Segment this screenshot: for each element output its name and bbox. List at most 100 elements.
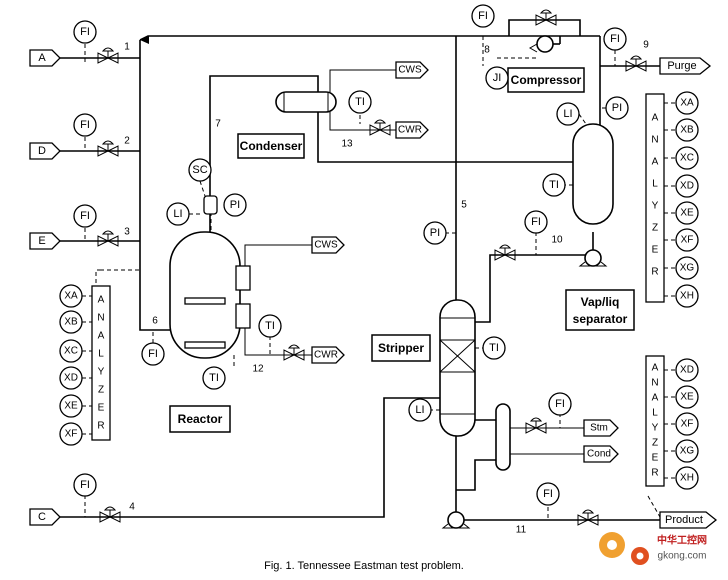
analyzer-left-letters: A N A L Y Z E R (97, 295, 104, 432)
svg-text:PI: PI (430, 227, 440, 239)
ti-reactor-cw: TI (258, 314, 282, 338)
svg-text:PI: PI (230, 199, 240, 211)
svg-text:TI: TI (265, 320, 275, 332)
svg-text:XC: XC (680, 153, 694, 164)
valve-reactor-cw (283, 344, 305, 361)
svg-text:Z: Z (652, 438, 658, 449)
svg-text:N: N (97, 313, 104, 324)
cwr-condenser-tag: CWR (395, 121, 429, 139)
svg-text:XE: XE (680, 392, 694, 403)
steam-tag: Stm (583, 419, 619, 437)
svg-text:R: R (651, 267, 658, 278)
analyzer-top-xh: XH (675, 284, 699, 308)
gear-icon (599, 532, 649, 565)
svg-text:FI: FI (610, 33, 620, 45)
svg-text:PI: PI (612, 102, 622, 114)
stripper-column (439, 299, 476, 437)
svg-text:TI: TI (549, 179, 559, 191)
svg-text:XF: XF (681, 235, 694, 246)
svg-text:TI: TI (489, 342, 499, 354)
stream-3-label: 3 (124, 227, 130, 238)
recycle-line (139, 35, 600, 41)
svg-text:XE: XE (64, 401, 78, 412)
stripper-reboiler (495, 403, 511, 471)
reactor-agitator (203, 195, 218, 232)
svg-text:XD: XD (680, 181, 694, 192)
svg-text:R: R (97, 421, 104, 432)
analyzer-top-xf: XF (675, 228, 699, 252)
valve-feed-a (97, 47, 119, 64)
valve-feed-c (99, 506, 121, 523)
compressor-label: Compressor (507, 67, 585, 93)
svg-text:XE: XE (680, 208, 694, 219)
fi-purge: FI (603, 27, 627, 51)
arrow-head (140, 36, 149, 44)
analyzer-bottom-xe: XE (675, 385, 699, 409)
svg-text:A: A (98, 331, 105, 342)
stream-5-label: 5 (461, 200, 467, 211)
svg-text:LI: LI (415, 404, 424, 416)
ji-compressor: JI (485, 66, 509, 90)
fi-reactor-feed: FI (141, 342, 165, 366)
stripper-label: Stripper (371, 334, 431, 362)
stream-1-label: 1 (124, 42, 130, 53)
valve-condenser-cw (369, 119, 391, 136)
cwr-reactor-tag: CWR (311, 346, 345, 364)
stream-7-label: 7 (215, 119, 221, 130)
fi-recycle: FI (471, 4, 495, 28)
fi-product: FI (536, 482, 560, 506)
pi-stripper: PI (423, 221, 447, 245)
svg-text:XG: XG (680, 446, 695, 457)
svg-text:中华工控网: 中华工控网 (657, 534, 707, 547)
analyzer-left-xd: XD (59, 366, 83, 390)
svg-text:LI: LI (173, 208, 182, 220)
analyzer-top-right-letters: A N A L Y Z E R (651, 113, 658, 278)
valve-feed-d (97, 140, 119, 157)
ti-separator: TI (542, 173, 566, 197)
svg-text:C: C (38, 511, 46, 523)
product-pump (441, 511, 471, 529)
li-reactor: LI (166, 202, 190, 226)
analyzer-bottom-xd: XD (675, 358, 699, 382)
svg-text:N: N (651, 135, 658, 146)
analyzer-left: A N A L Y Z E R XA XB XC XD XE XF (59, 284, 111, 446)
analyzer-bottom-xg: XG (675, 439, 699, 463)
analyzer-left-xc: XC (59, 339, 83, 363)
separator-underflow-line (475, 232, 594, 323)
svg-text:Product: Product (665, 514, 703, 526)
valve-separator-underflow (494, 244, 516, 261)
svg-text:separator: separator (573, 312, 628, 326)
svg-text:SC: SC (192, 164, 207, 176)
svg-text:D: D (38, 145, 46, 157)
reactor-feed-line (139, 40, 170, 331)
analyzer-top-xd: XD (675, 174, 699, 198)
svg-text:Cond: Cond (587, 449, 611, 460)
svg-text:Stripper: Stripper (378, 341, 424, 355)
ti-condenser: TI (348, 90, 372, 114)
analyzer-top-xg: XG (675, 256, 699, 280)
valve-steam (525, 417, 547, 434)
compressor (528, 35, 560, 53)
feed-c-tag: C (29, 508, 61, 526)
svg-text:XA: XA (64, 291, 78, 302)
purge-tag: Purge (659, 57, 712, 75)
svg-text:Stm: Stm (590, 423, 608, 434)
valve-product (577, 509, 599, 526)
svg-text:A: A (38, 52, 46, 64)
stream-10-label: 10 (551, 235, 563, 246)
watermark: 中华工控网 gkong.com (599, 532, 707, 565)
ti-stripper: TI (482, 336, 506, 360)
svg-text:A: A (652, 113, 659, 124)
analyzer-top-xe: XE (675, 201, 699, 225)
li-separator: LI (556, 102, 580, 126)
svg-text:CWS: CWS (398, 65, 422, 76)
svg-text:Purge: Purge (667, 60, 696, 72)
condensate-tag: Cond (583, 445, 619, 463)
analyzer-top-xc: XC (675, 146, 699, 170)
svg-text:XB: XB (680, 125, 694, 136)
svg-text:XF: XF (681, 419, 694, 430)
feed-e-tag: E (29, 232, 61, 250)
li-stripper: LI (408, 398, 432, 422)
stream-11-label: 11 (516, 525, 527, 536)
svg-text:FI: FI (555, 398, 565, 410)
